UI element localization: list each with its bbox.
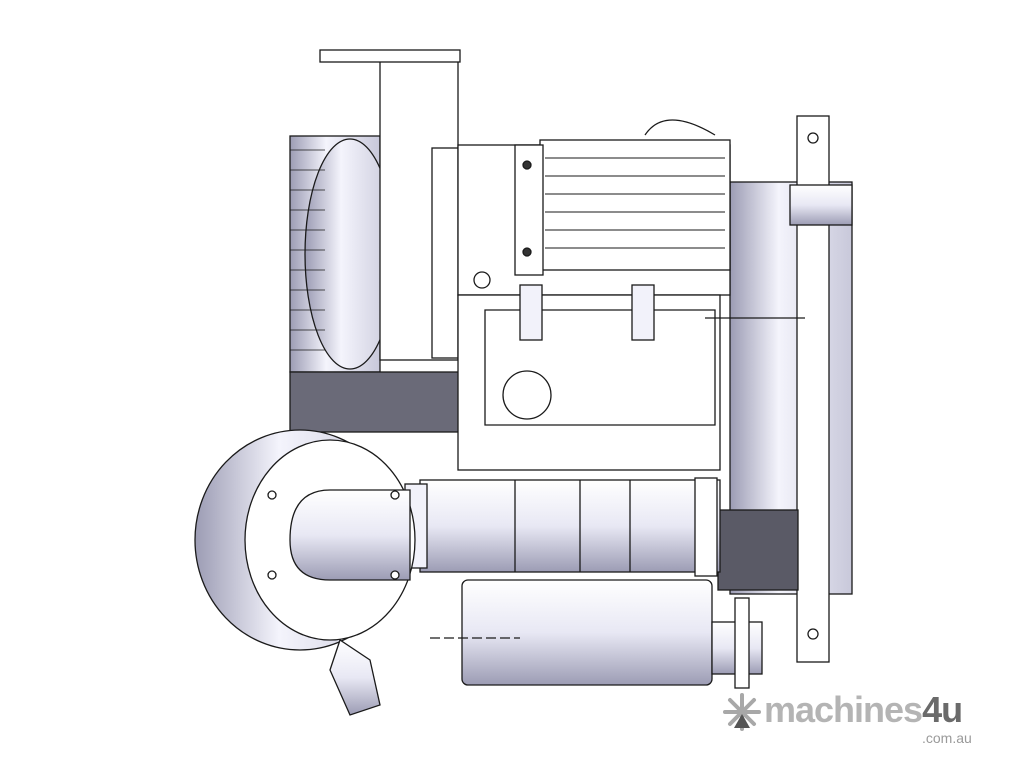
cylinder-head bbox=[457, 119, 731, 296]
snowflake-logo-icon bbox=[723, 693, 761, 731]
flywheel-housing bbox=[717, 115, 853, 663]
engine-block bbox=[457, 284, 805, 471]
intake-pipe bbox=[404, 477, 721, 577]
muffler bbox=[430, 579, 763, 689]
machines4u-watermark: machines4u .com.au bbox=[722, 692, 1002, 748]
air-filter bbox=[194, 429, 416, 716]
cooling-fan bbox=[289, 49, 461, 373]
crankcase-lower bbox=[289, 371, 461, 433]
watermark-brand-main: machines bbox=[764, 689, 923, 730]
watermark-domain: .com.au bbox=[922, 730, 972, 746]
watermark-brand: machines4u bbox=[764, 689, 963, 730]
watermark-brand-accent: 4u bbox=[922, 689, 963, 730]
